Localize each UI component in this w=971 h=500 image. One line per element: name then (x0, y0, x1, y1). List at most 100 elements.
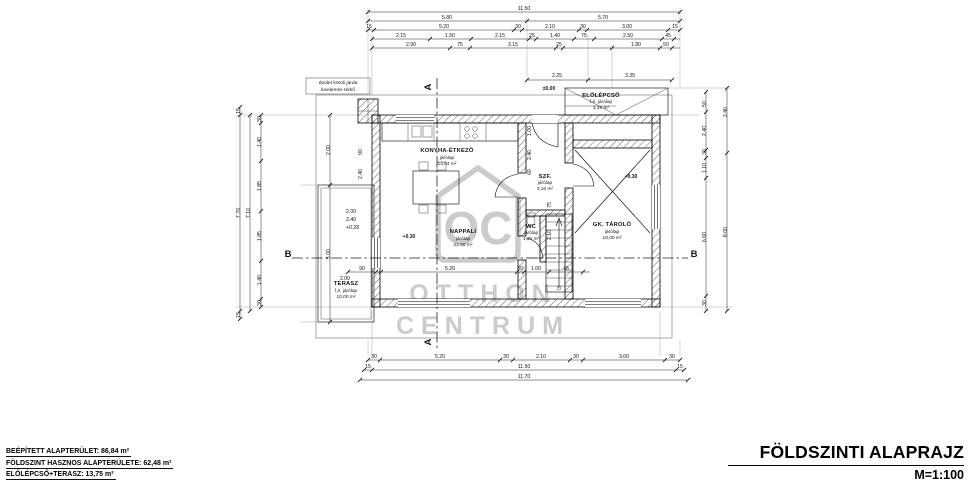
dim-label: 2.10 (536, 354, 546, 360)
dim-lines-right (705, 88, 728, 311)
dim-label: 5.20 (445, 266, 455, 272)
watermark-text: CENTRUM (396, 312, 570, 340)
staircase (545, 213, 573, 293)
room-area: 3,15 m² (593, 105, 610, 111)
dim-label: 1.80 (631, 42, 641, 48)
toilet (526, 215, 536, 227)
area-summary-line: FÖLDSZINT HASZNOS ALAPTERÜLETE: 62,48 m² (6, 460, 174, 469)
dim-label: 15 (236, 108, 242, 114)
dim-label: 75 (581, 33, 587, 39)
drawing-title: FÖLDSZINTI ALAPRAJZ (759, 442, 964, 462)
dim-label: 30 (702, 149, 708, 155)
dim-label: 7.70 (236, 208, 242, 218)
watermark-logo (435, 164, 521, 263)
dim-label: 30 (371, 354, 377, 360)
room-name: WC (526, 224, 537, 230)
dim-label: 5.80 (442, 15, 452, 21)
room-name: GK. TÁROLÓ (593, 220, 632, 228)
dim-lines-top (368, 11, 680, 81)
dim-label: 2.10 (545, 24, 555, 30)
dim-label: +0.28 (346, 225, 359, 231)
room-finish: járólap (455, 236, 471, 242)
dim-label: 2.00 (340, 276, 350, 282)
dim-label: 30 (573, 354, 579, 360)
dim-label: 2.40 (702, 126, 708, 136)
wall-interior (517, 122, 527, 174)
door-opening (532, 115, 558, 123)
room-name: NAPPALI (450, 229, 477, 235)
dim-label: 15 (366, 24, 372, 30)
dim-label: 8.00 (723, 227, 729, 237)
dim-label: 1.10 (702, 163, 708, 173)
dim-label: 2.15 (495, 33, 505, 39)
dim-label: 1.40 (550, 33, 560, 39)
room-label-wc: WC járólap 1,30 m² (523, 224, 540, 242)
area-summary: BEÉPÍTETT ALAPTERÜLET: 86,84 m² FÖLDSZIN… (6, 448, 174, 483)
door-opening (585, 299, 641, 307)
dim-lines-left (239, 107, 331, 322)
window-opening (652, 185, 660, 229)
dim-label: 45 (665, 33, 671, 39)
section-label-a: A (423, 83, 434, 90)
title-divider (728, 465, 964, 466)
room-label-gk-tarolo: GK. TÁROLÓ járólap 18,00 m² (593, 220, 632, 241)
area-summary-text: ELŐLÉPCSŐ+TERASZ: 13,75 m² (6, 471, 116, 480)
wall-bottom (371, 298, 661, 308)
stove-burner (464, 126, 470, 132)
room-finish: járólap (439, 155, 455, 161)
room-area: 18,00 m² (603, 235, 622, 241)
dim-label: 25 (556, 42, 562, 48)
door-opening (372, 238, 380, 268)
dim-label: 2.90 (406, 42, 416, 48)
room-finish: járólap (523, 230, 539, 236)
room-finish: f.é. járólap (590, 99, 613, 105)
watermark-text: OC (444, 202, 513, 254)
room-name: KONYHA-ÉTKEZŐ (420, 146, 473, 154)
section-label-b: B (285, 249, 292, 260)
dim-label: 6.60 (702, 232, 708, 242)
dim-label: 2.40 (358, 169, 364, 179)
dim-label: 15 (365, 364, 371, 370)
chair (418, 161, 429, 171)
dim-label: 30 (580, 24, 586, 30)
room-name: TERASZ (334, 281, 359, 287)
drawing-scale: M=1:100 (914, 468, 964, 482)
area-summary-line: ELŐLÉPCSŐ+TERASZ: 13,75 m² (6, 471, 173, 480)
room-area: 22,68 m² (454, 242, 473, 248)
wall-wc (539, 215, 547, 263)
sidewalk-outline (315, 94, 673, 339)
dim-label: 1.40 (257, 137, 263, 147)
dim-label: 1.50 (445, 33, 455, 39)
dim-ticks-right (703, 85, 730, 314)
level-label: +0.30 (403, 234, 416, 240)
area-summary-text: BEÉPÍTETT ALAPTERÜLET: 86,84 m² (6, 448, 132, 457)
dim-ticks-interior (345, 269, 586, 275)
entry-porch (564, 87, 669, 116)
room-finish: járólap (604, 229, 620, 235)
dim-label: 3.00 (622, 24, 632, 30)
dim-label: 2.15 (396, 33, 406, 39)
dim-label: 30 (517, 266, 523, 272)
room-name: ELŐLÉPCSŐ (582, 91, 620, 99)
stove-burner (472, 133, 478, 139)
note-text: kiselemes térkő (321, 87, 355, 93)
dim-label: 75 (457, 42, 463, 48)
area-summary-line: BEÉPÍTETT ALAPTERÜLET: 86,84 m² (6, 448, 173, 457)
dim-label: 2.50 (623, 33, 633, 39)
dim-label: 30 (515, 24, 521, 30)
level-label: +0.30 (625, 174, 638, 180)
stove-burner (464, 133, 470, 139)
window-storage (654, 185, 658, 229)
dim-label: 50 (702, 101, 708, 107)
room-area: 1,30 m² (523, 236, 540, 242)
window-living (398, 301, 470, 305)
toilet-tank (526, 212, 536, 218)
dim-label: 30 (503, 354, 509, 360)
terrace-inner-line (320, 187, 372, 320)
dim-label: 11.50 (518, 364, 531, 370)
room-label-nappali: NAPPALI járólap 22,68 m² (450, 229, 477, 248)
dim-label: 30 (669, 354, 675, 360)
room-area: 3,10 m² (537, 186, 554, 192)
